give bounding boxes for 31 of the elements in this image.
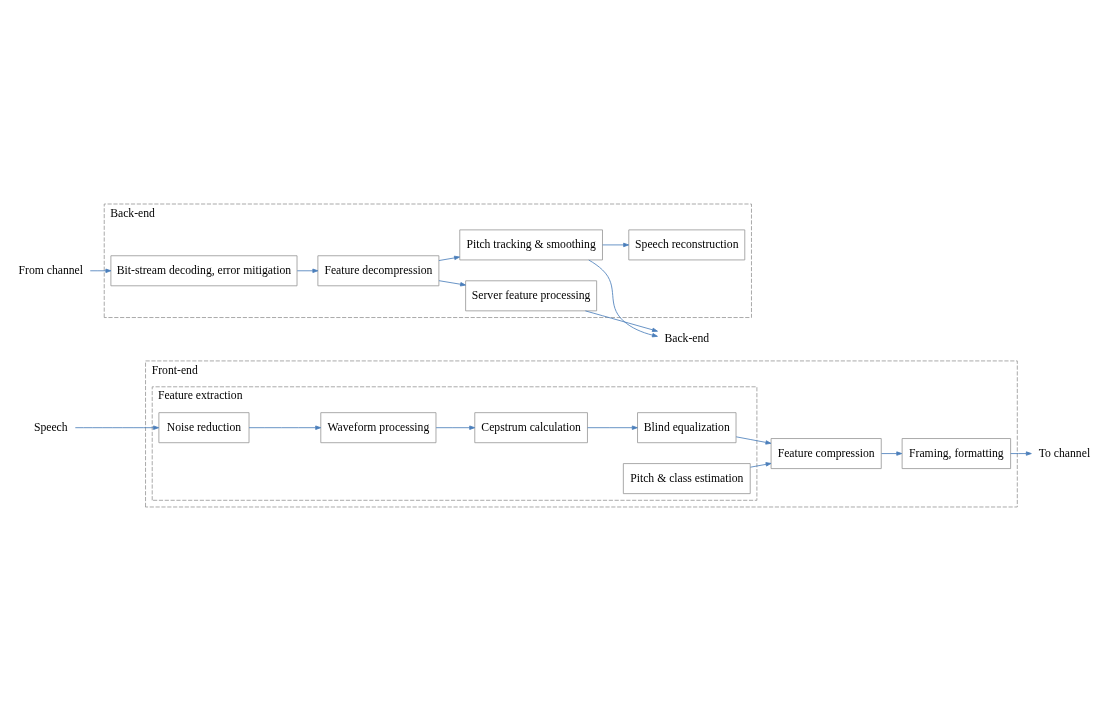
node-text: To channel xyxy=(1038,446,1091,460)
node-box: Framing, formatting xyxy=(901,438,1012,469)
arrow xyxy=(438,280,466,287)
node-box: Bit-stream decoding, error mitigation xyxy=(110,255,298,287)
arrow xyxy=(587,425,638,430)
arrow xyxy=(750,462,772,468)
arrow xyxy=(296,268,319,273)
node-box: Blind equalization xyxy=(637,412,737,444)
arrow xyxy=(735,436,772,445)
arrow xyxy=(248,425,322,430)
arrow xyxy=(435,425,476,430)
node-box: Waveform processing xyxy=(320,412,437,444)
arrow xyxy=(881,451,903,456)
node-text: From channel xyxy=(18,263,84,277)
arrow xyxy=(588,259,658,338)
node-box: Pitch tracking & smoothing xyxy=(459,229,603,261)
arrow xyxy=(1010,451,1032,456)
node-box: Speech reconstruction xyxy=(628,229,746,261)
arrow xyxy=(74,425,159,430)
node-box: Pitch & class estimation xyxy=(622,463,751,495)
arrow xyxy=(602,242,630,248)
arrow xyxy=(438,255,460,261)
node-box: Feature compression xyxy=(770,438,882,469)
arrow xyxy=(89,268,112,273)
arrow xyxy=(584,310,658,332)
node-box: Noise reduction xyxy=(158,412,250,444)
node-box: Server feature processing xyxy=(465,280,598,312)
node-box: Cepstrum calculation xyxy=(474,412,588,444)
node-box: Feature decompression xyxy=(317,255,440,287)
node-text: Back-end xyxy=(664,332,710,346)
node-text: Speech xyxy=(33,420,68,434)
